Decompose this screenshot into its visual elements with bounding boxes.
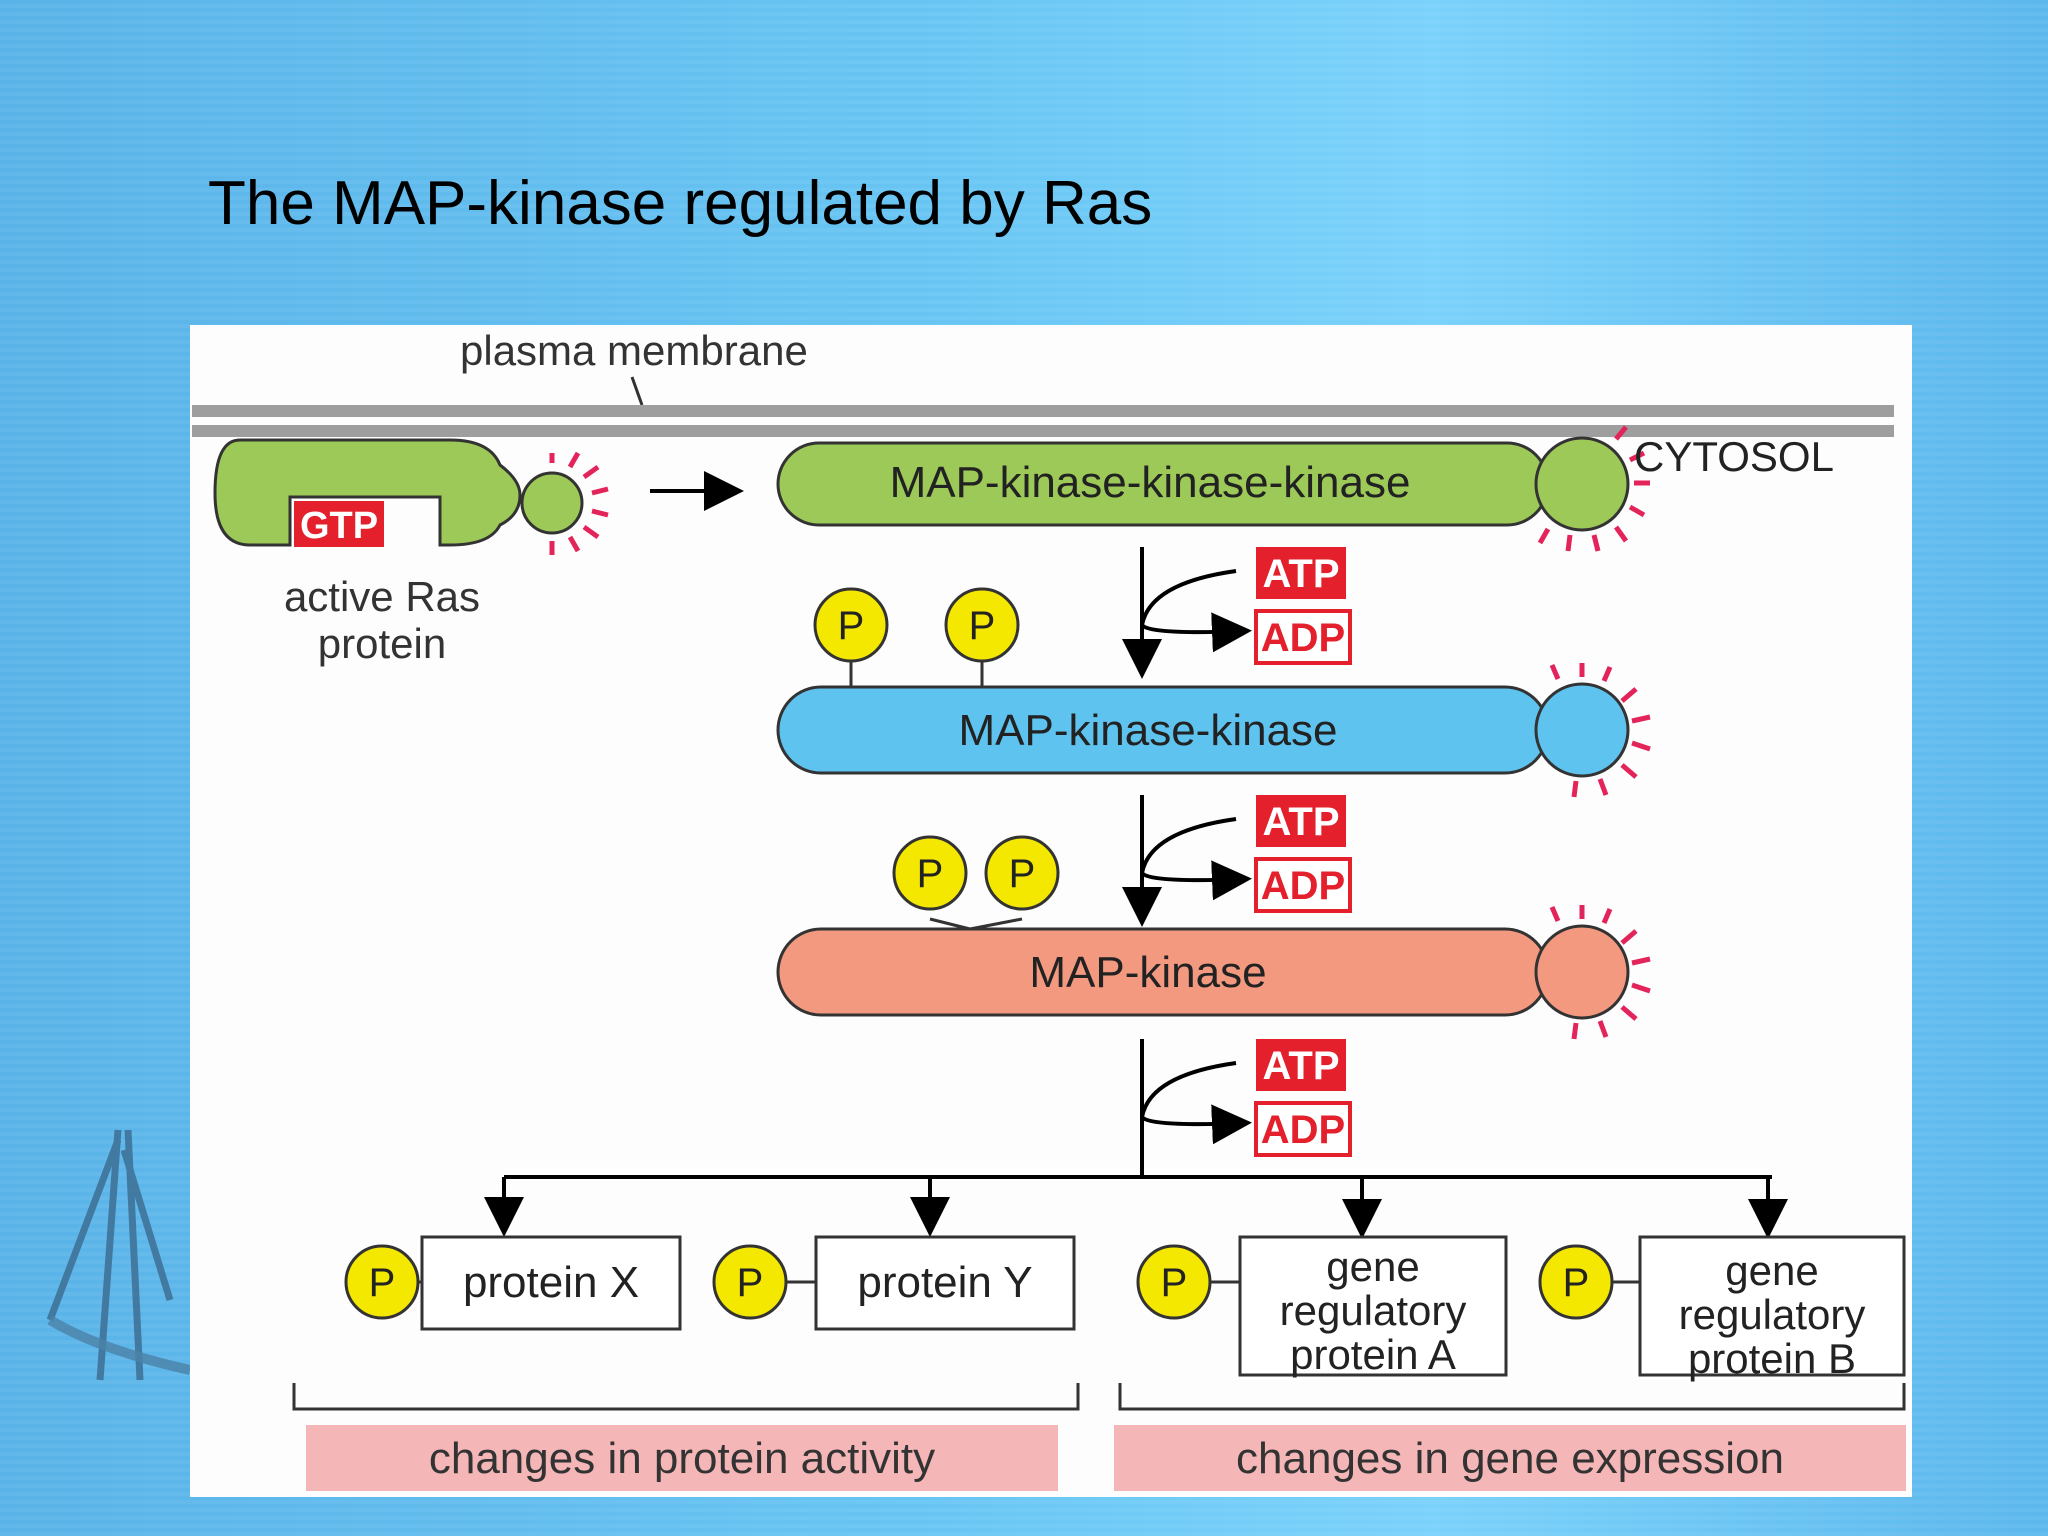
phosphate-label: P bbox=[838, 604, 865, 648]
gene-protein-b-line3: protein B bbox=[1688, 1335, 1856, 1382]
cytosol-label: CYTOSOL bbox=[1634, 433, 1834, 480]
map-kinase-diagram: plasma membrane GTP active Ras protein M… bbox=[192, 327, 1906, 1491]
gene-protein-b-line2: regulatory bbox=[1679, 1291, 1866, 1338]
mapkk-label: MAP-kinase-kinase bbox=[958, 706, 1337, 755]
phosphate-label: P bbox=[1009, 852, 1036, 896]
gene-protein-a-line3: protein A bbox=[1290, 1331, 1456, 1378]
phosphorylation-step-1 bbox=[1122, 547, 1252, 679]
protein-activity-label: changes in protein activity bbox=[429, 1434, 935, 1483]
phosphate-circle bbox=[344, 1244, 420, 1320]
ras-starburst bbox=[549, 451, 609, 555]
phosphorylation-step-2 bbox=[1122, 795, 1252, 927]
protein-x-label: protein X bbox=[463, 1258, 639, 1307]
phosphate-circle bbox=[984, 835, 1060, 911]
membrane-upper bbox=[192, 405, 1894, 417]
protein-activity-bracket bbox=[292, 1383, 1080, 1411]
membrane-label: plasma membrane bbox=[460, 327, 808, 374]
adp-label-2: ADP bbox=[1261, 864, 1345, 908]
slide-title: The MAP-kinase regulated by Ras bbox=[208, 169, 1153, 238]
gtp-label: GTP bbox=[300, 505, 378, 547]
gtp-badge bbox=[294, 501, 384, 547]
ras-label-line1: active Ras bbox=[284, 573, 480, 620]
phosphate-circle bbox=[813, 587, 889, 663]
adp-label-1: ADP bbox=[1261, 616, 1345, 660]
mapkkk-starburst bbox=[1537, 425, 1650, 552]
atp-badge-3 bbox=[1256, 1039, 1346, 1091]
gene-expression-highlight bbox=[1114, 1425, 1906, 1491]
atp-badge-2 bbox=[1256, 795, 1346, 847]
adp-badge-3 bbox=[1254, 1101, 1352, 1157]
mapkkk-shape bbox=[776, 436, 1630, 532]
phosphate-circle bbox=[944, 587, 1020, 663]
mapk-starburst bbox=[1549, 905, 1651, 1040]
membrane-pointer bbox=[630, 376, 644, 406]
phosphorylation-step-3 bbox=[1139, 1039, 1252, 1177]
mapk-label: MAP-kinase bbox=[1029, 948, 1266, 997]
protein-y-label: protein Y bbox=[857, 1258, 1032, 1307]
gene-protein-b-line1: gene bbox=[1725, 1247, 1818, 1294]
target-branches bbox=[484, 1175, 1788, 1239]
diagram-panel: plasma membrane GTP active Ras protein M… bbox=[190, 325, 1912, 1497]
protein-y-box bbox=[814, 1235, 1076, 1331]
gene-protein-a-box bbox=[1238, 1235, 1508, 1377]
atp-label-2: ATP bbox=[1262, 800, 1339, 844]
gene-protein-a-line1: gene bbox=[1326, 1243, 1419, 1290]
gene-protein-a-line2: regulatory bbox=[1280, 1287, 1467, 1334]
phosphate-label: P bbox=[369, 1261, 396, 1305]
membrane-lower bbox=[192, 425, 1894, 437]
phosphate-label: P bbox=[1161, 1261, 1188, 1305]
mapkkk-label: MAP-kinase-kinase-kinase bbox=[890, 458, 1411, 507]
protein-activity-highlight bbox=[306, 1425, 1058, 1491]
atp-label-1: ATP bbox=[1262, 552, 1339, 596]
protein-x-box bbox=[420, 1235, 682, 1331]
ras-label-line2: protein bbox=[318, 620, 446, 667]
mapkk-shape bbox=[776, 682, 1630, 778]
decorative-bridge-graphic bbox=[46, 1129, 192, 1381]
atp-badge-1 bbox=[1256, 547, 1346, 599]
adp-label-3: ADP bbox=[1261, 1108, 1345, 1152]
phosphate-label: P bbox=[737, 1261, 764, 1305]
adp-badge-1 bbox=[1254, 609, 1352, 665]
adp-badge-2 bbox=[1254, 857, 1352, 913]
mapkk-starburst bbox=[1549, 663, 1651, 798]
phosphate-circle bbox=[892, 835, 968, 911]
gene-expression-label: changes in gene expression bbox=[1236, 1434, 1784, 1483]
gene-protein-b-box bbox=[1638, 1235, 1906, 1377]
ras-protein bbox=[213, 438, 584, 547]
phosphate-label: P bbox=[917, 852, 944, 896]
mapk-shape bbox=[776, 924, 1630, 1020]
gene-expression-bracket bbox=[1118, 1383, 1906, 1411]
phosphate-label: P bbox=[1563, 1261, 1590, 1305]
atp-label-3: ATP bbox=[1262, 1044, 1339, 1088]
phosphate-label: P bbox=[969, 604, 996, 648]
